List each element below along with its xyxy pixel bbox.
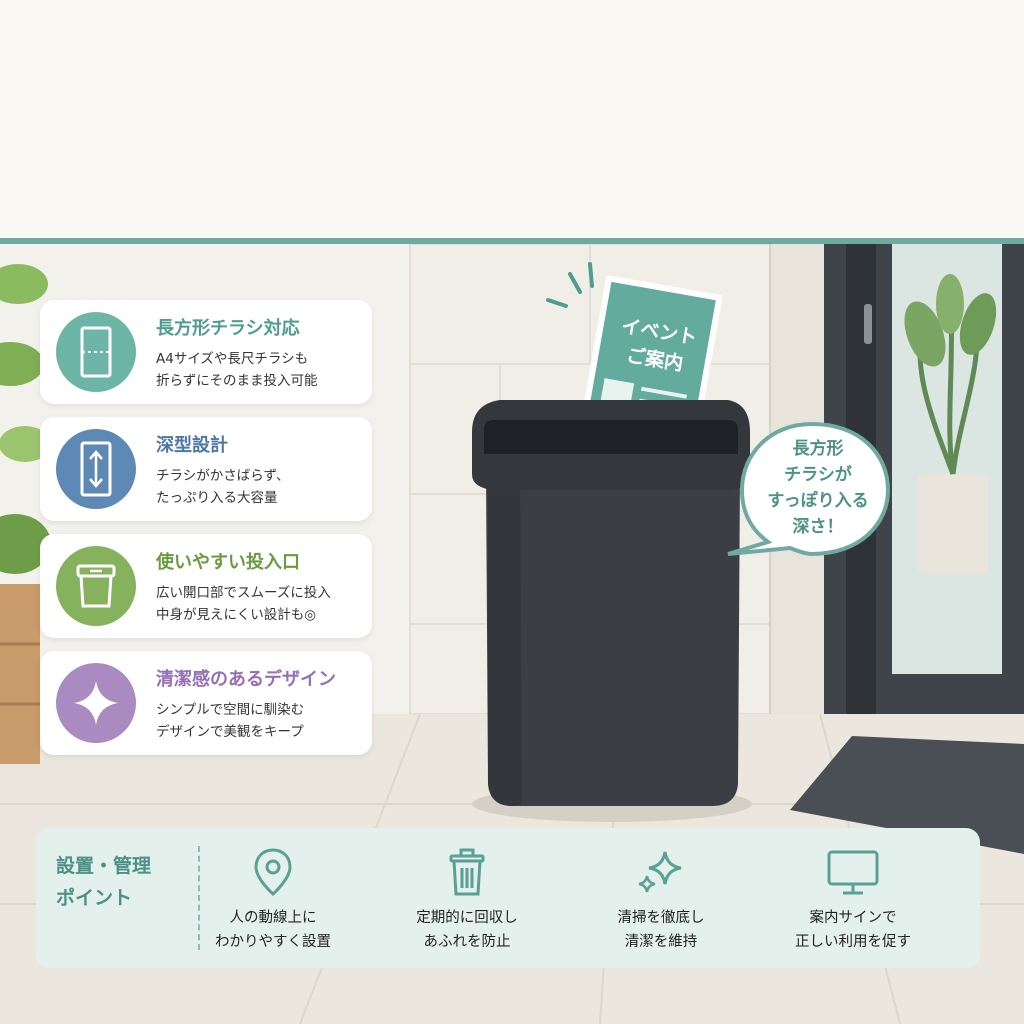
bubble-line-4: 深さ！ [792, 517, 844, 537]
trash-bin-icon [372, 846, 562, 902]
point-text-line: 清掃を徹底し [617, 910, 705, 926]
point-text: 人の動線上に わかりやすく設置 [178, 906, 368, 954]
point-cleaning: 清掃を徹底し 清潔を維持 [566, 846, 756, 956]
feature-desc-line: チラシがかさばらず、 [156, 468, 290, 484]
feature-desc-line: たっぷり入る大容量 [156, 490, 278, 506]
top-blank-area [0, 0, 1024, 238]
point-signage: 案内サインで 正しい利用を促す [758, 846, 948, 956]
feature-title: 清潔感のあるデザイン [156, 669, 336, 690]
points-divider [198, 846, 200, 950]
point-placement: 人の動線上に わかりやすく設置 [178, 846, 368, 956]
point-text-line: あふれを防止 [423, 934, 511, 950]
bin-opening-icon [56, 546, 136, 626]
point-text-line: 人の動線上に [229, 910, 317, 926]
feature-desc-line: シンプルで空間に馴染む [156, 702, 305, 718]
feature-title: 深型設計 [156, 435, 228, 456]
feature-title: 長方形チラシ対応 [156, 318, 300, 339]
feature-description: シンプルで空間に馴染む デザインで美観をキープ [156, 699, 304, 743]
points-title: 設置・管理 ポイント [56, 850, 151, 914]
header-divider [0, 238, 1024, 244]
feature-card-opening: 使いやすい投入口 広い開口部でスムーズに投入 中身が見えにくい設計も◎ [40, 534, 372, 638]
feature-card-design: 清潔感のあるデザイン シンプルで空間に馴染む デザインで美観をキープ [40, 651, 372, 755]
flyer-sheet-icon [56, 312, 136, 392]
depth-arrow-icon [56, 429, 136, 509]
bubble-line-1: 長方形 [792, 439, 844, 459]
feature-card-depth: 深型設計 チラシがかさばらず、 たっぷり入る大容量 [40, 417, 372, 521]
location-pin-icon [178, 846, 368, 902]
points-title-line-1: 設置・管理 [56, 855, 152, 877]
point-text-line: 清潔を維持 [624, 934, 698, 950]
monitor-sign-icon [758, 846, 948, 902]
feature-description: 広い開口部でスムーズに投入 中身が見えにくい設計も◎ [156, 582, 331, 626]
point-collection: 定期的に回収し あふれを防止 [372, 846, 562, 956]
feature-description: A4サイズや長尺チラシも 折らずにそのまま投入可能 [156, 348, 317, 392]
points-title-line-2: ポイント [56, 887, 133, 909]
sparkle-icon [566, 846, 756, 902]
feature-desc-line: 中身が見えにくい設計も◎ [156, 607, 317, 623]
feature-desc-line: デザインで美観をキープ [156, 724, 304, 740]
feature-title: 使いやすい投入口 [156, 552, 300, 573]
management-points-panel: 設置・管理 ポイント 人の動線上に わかりやすく設置 [36, 828, 980, 968]
point-text-line: わかりやすく設置 [215, 934, 331, 950]
feature-desc-line: A4サイズや長尺チラシも [156, 351, 309, 367]
feature-desc-line: 折らずにそのまま投入可能 [156, 373, 318, 389]
point-text-line: 案内サインで [809, 910, 897, 926]
feature-desc-line: 広い開口部でスムーズに投入 [156, 585, 331, 601]
feature-card-flyer: 長方形チラシ対応 A4サイズや長尺チラシも 折らずにそのまま投入可能 [40, 300, 372, 404]
point-text-line: 定期的に回収し [416, 910, 518, 926]
point-text: 定期的に回収し あふれを防止 [372, 906, 562, 954]
sparkle-icon [56, 663, 136, 743]
speech-bubble-text: 長方形 チラシが すっぽり入る 深さ！ [748, 436, 888, 540]
bubble-line-3: すっぽり入る [767, 491, 869, 511]
point-text: 清掃を徹底し 清潔を維持 [566, 906, 756, 954]
bubble-line-2: チラシが [784, 465, 852, 485]
point-text-line: 正しい利用を促す [795, 934, 911, 950]
point-text: 案内サインで 正しい利用を促す [758, 906, 948, 954]
feature-description: チラシがかさばらず、 たっぷり入る大容量 [156, 465, 290, 509]
